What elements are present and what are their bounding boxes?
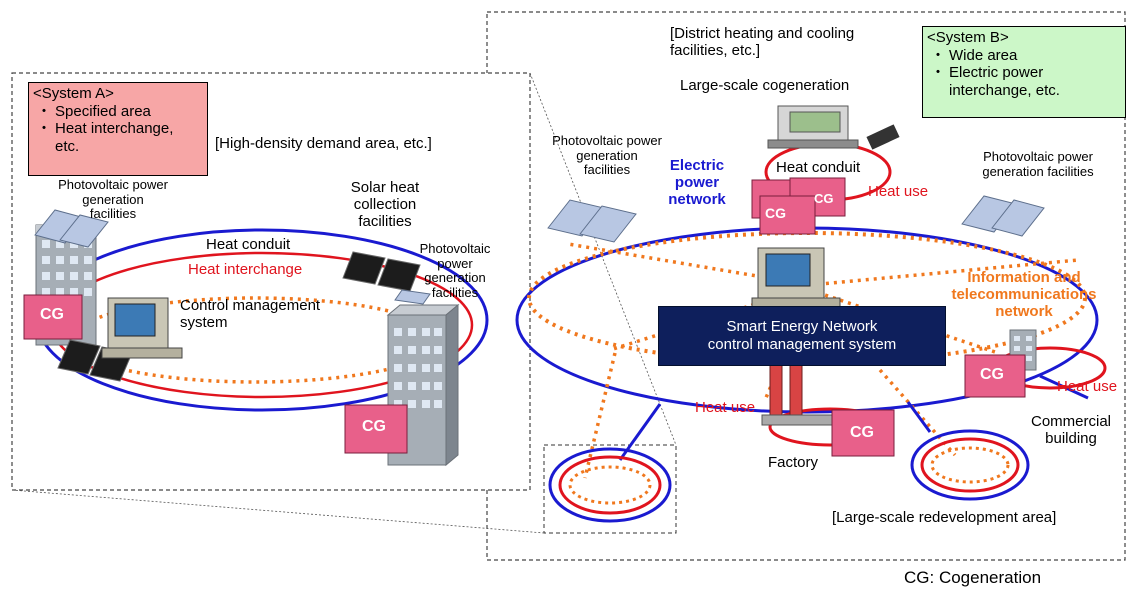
system-b-heat-conduit-label: Heat conduit bbox=[776, 159, 861, 176]
system-a-pv-right-label: Photovoltaic power generation facilities bbox=[419, 241, 491, 300]
heat-use-top-label: Heat use bbox=[868, 183, 929, 200]
system-a-area-label: [High-density demand area, etc.] bbox=[215, 135, 432, 152]
zoom-line-bottom bbox=[11, 489, 545, 534]
solar-heat-label: Solar heat collection facilities bbox=[350, 179, 420, 230]
smart-energy-control-system: Smart Energy Network control management … bbox=[658, 306, 946, 366]
system-b-bullet-2: ・ bbox=[930, 64, 946, 82]
cg-label-b-top-2: CG bbox=[814, 191, 834, 206]
electric-power-network-label: Electric power network bbox=[668, 157, 726, 208]
system-a-pv-left-label: Photovoltaic power generation facilities bbox=[58, 177, 168, 222]
cg-unit-a-left bbox=[23, 294, 83, 340]
cg-unit-b-top bbox=[751, 177, 846, 235]
control-computer-b bbox=[751, 247, 841, 309]
system-b-item-2: Electric power interchange, etc. bbox=[949, 64, 1060, 100]
cg-label-a-right: CG bbox=[362, 418, 386, 435]
info-network-ring bbox=[527, 231, 1087, 365]
system-a-heat-conduit-label: Heat conduit bbox=[206, 236, 291, 253]
system-a-title: <System A> bbox=[33, 85, 114, 102]
solar-heat-panels bbox=[342, 251, 421, 292]
system-b-pv-right-label: Photovoltaic power generation facilities bbox=[982, 149, 1094, 179]
system-b-legend: <System B> ・Wide area ・Electric power in… bbox=[922, 26, 1126, 118]
footnote: CG: Cogeneration bbox=[904, 568, 1042, 587]
control-computer-a bbox=[101, 297, 183, 359]
system-b-pv-left-label: Photovoltaic power generation facilities bbox=[552, 133, 662, 178]
smart-system-line1: Smart Energy Network bbox=[726, 318, 878, 335]
factory-label: Factory bbox=[768, 454, 819, 471]
pv-panel-b-right bbox=[961, 195, 1045, 237]
large-cogeneration-label: Large-scale cogeneration bbox=[680, 77, 850, 94]
cg-label-b-right: CG bbox=[980, 366, 1004, 383]
system-a-legend: <System A> ・Specified area ・Heat interch… bbox=[28, 82, 208, 176]
pv-panel-a-right bbox=[394, 289, 431, 305]
info-spoke-5 bbox=[583, 352, 617, 479]
electric-spoke-2 bbox=[906, 401, 932, 433]
system-a-bullet-1: ・ bbox=[36, 102, 52, 120]
system-a-item-1: Specified area bbox=[55, 102, 151, 120]
smart-system-line2: control management system bbox=[707, 336, 897, 353]
control-management-label: Control management system bbox=[180, 297, 321, 331]
small-network-left bbox=[548, 447, 672, 523]
heat-interchange-label: Heat interchange bbox=[188, 261, 303, 278]
zoom-line-top bbox=[529, 72, 677, 446]
cg-unit-a-right bbox=[344, 404, 408, 454]
pv-panel-b-left bbox=[547, 199, 637, 243]
district-heating-label: [District heating and cooling facilities… bbox=[670, 25, 855, 59]
cg-label-b-top: CG bbox=[765, 205, 786, 221]
info-spoke-2 bbox=[809, 258, 1079, 287]
heat-use-right-label: Heat use bbox=[1057, 378, 1118, 395]
cg-label-b-factory: CG bbox=[850, 424, 874, 441]
system-b-item-1: Wide area bbox=[949, 46, 1018, 64]
heat-users-top bbox=[866, 124, 900, 150]
system-b-bullet-1: ・ bbox=[930, 46, 946, 64]
system-b-title: <System B> bbox=[927, 29, 1009, 46]
heat-use-factory-label: Heat use bbox=[695, 399, 756, 416]
info-network-label: Information and telecommunications netwo… bbox=[951, 269, 1097, 320]
pv-panel-a-left bbox=[34, 209, 109, 248]
cg-label-a-left: CG bbox=[40, 306, 64, 323]
cg-unit-b-factory bbox=[831, 409, 895, 457]
commercial-building-label: Commercial building bbox=[1030, 413, 1111, 447]
system-a-bullet-2: ・ bbox=[36, 120, 52, 138]
system-a-item-2: Heat interchange, etc. bbox=[55, 120, 174, 156]
system-b-frame bbox=[486, 11, 1126, 561]
cg-unit-b-right bbox=[964, 354, 1026, 398]
redevelopment-label: [Large-scale redevelopment area] bbox=[832, 509, 1057, 526]
zoom-source-frame bbox=[543, 444, 677, 534]
large-cogeneration-plant bbox=[767, 105, 859, 149]
small-network-right bbox=[910, 429, 1030, 501]
